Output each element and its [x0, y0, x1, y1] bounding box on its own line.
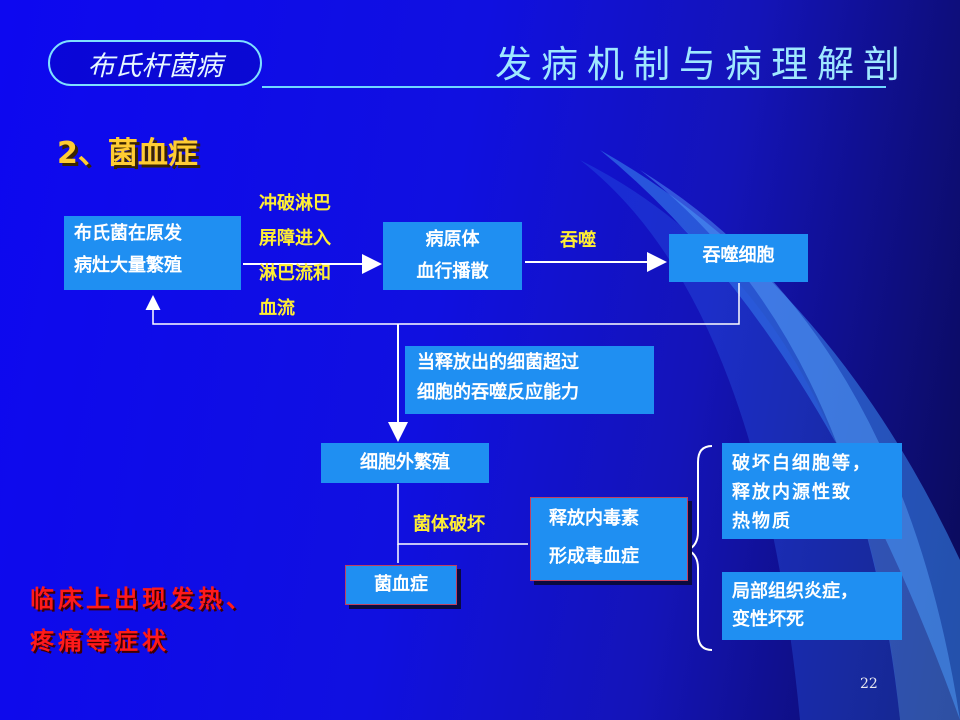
- box-pathogen-line-2: 血行播散: [416, 261, 489, 282]
- box-endotoxin-line-2: 形成毒血症: [549, 546, 639, 567]
- box-origin: 布氏菌在原发 病灶大量繁殖: [64, 216, 241, 290]
- curly-brace: [685, 445, 713, 651]
- box-result-2-line-1: 局部组织炎症，: [732, 581, 858, 602]
- box-result-1: 破坏白细胞等， 释放内源性致 热物质: [722, 443, 902, 539]
- edge-label-barrier-line-4: 血流: [259, 298, 295, 319]
- edge-label-lysis: 菌体破坏: [413, 514, 485, 535]
- box-bacteremia: 菌血症: [345, 565, 457, 605]
- page-number: 22: [860, 676, 878, 692]
- slide-title: 发病机制与病理解剖: [495, 43, 909, 86]
- box-origin-line-1: 布氏菌在原发: [74, 223, 182, 244]
- box-pathogen-line-1: 病原体: [425, 229, 480, 250]
- clinical-note-line-2: 疼痛等症状: [30, 627, 170, 655]
- box-condition-line-2: 细胞的吞噬反应能力: [417, 382, 579, 403]
- box-result-1-line-2: 释放内源性致: [732, 482, 852, 503]
- box-result-1-line-1: 破坏白细胞等，: [732, 453, 872, 474]
- edge-phagocyte-return: [145, 283, 740, 325]
- box-endotoxin: 释放内毒素 形成毒血症: [530, 497, 688, 581]
- box-condition-line-1: 当释放出的细菌超过: [417, 352, 579, 373]
- box-pathogen: 病原体 血行播散: [383, 222, 522, 290]
- section-heading: 2、菌血症: [57, 136, 198, 171]
- box-origin-line-2: 病灶大量繁殖: [74, 255, 182, 276]
- clinical-note: 临床上出现发热、 疼痛等症状: [30, 578, 254, 662]
- edge-label-barrier-line-1: 冲破淋巴: [259, 193, 331, 214]
- topic-pill: 布氏杆菌病: [48, 40, 262, 86]
- box-endotoxin-line-1: 释放内毒素: [549, 508, 639, 529]
- box-result-1-line-3: 热物质: [732, 511, 792, 532]
- title-rule: [262, 86, 886, 88]
- edge-label-barrier-line-2: 屏障进入: [259, 228, 331, 249]
- edge-label-phagocytosis: 吞噬: [560, 230, 596, 251]
- edge-label-barrier-line-3: 淋巴流和: [259, 263, 331, 284]
- box-result-2-line-2: 变性坏死: [732, 609, 804, 630]
- box-result-2: 局部组织炎症， 变性坏死: [722, 572, 902, 640]
- decor-arc-1: [600, 150, 960, 720]
- edge-label-barrier: 冲破淋巴 屏障进入 淋巴流和 血流: [259, 186, 331, 326]
- box-extracellular: 细胞外繁殖: [321, 443, 489, 483]
- box-condition: 当释放出的细菌超过 细胞的吞噬反应能力: [405, 346, 654, 414]
- clinical-note-line-1: 临床上出现发热、: [30, 585, 254, 613]
- box-phagocyte: 吞噬细胞: [669, 234, 808, 282]
